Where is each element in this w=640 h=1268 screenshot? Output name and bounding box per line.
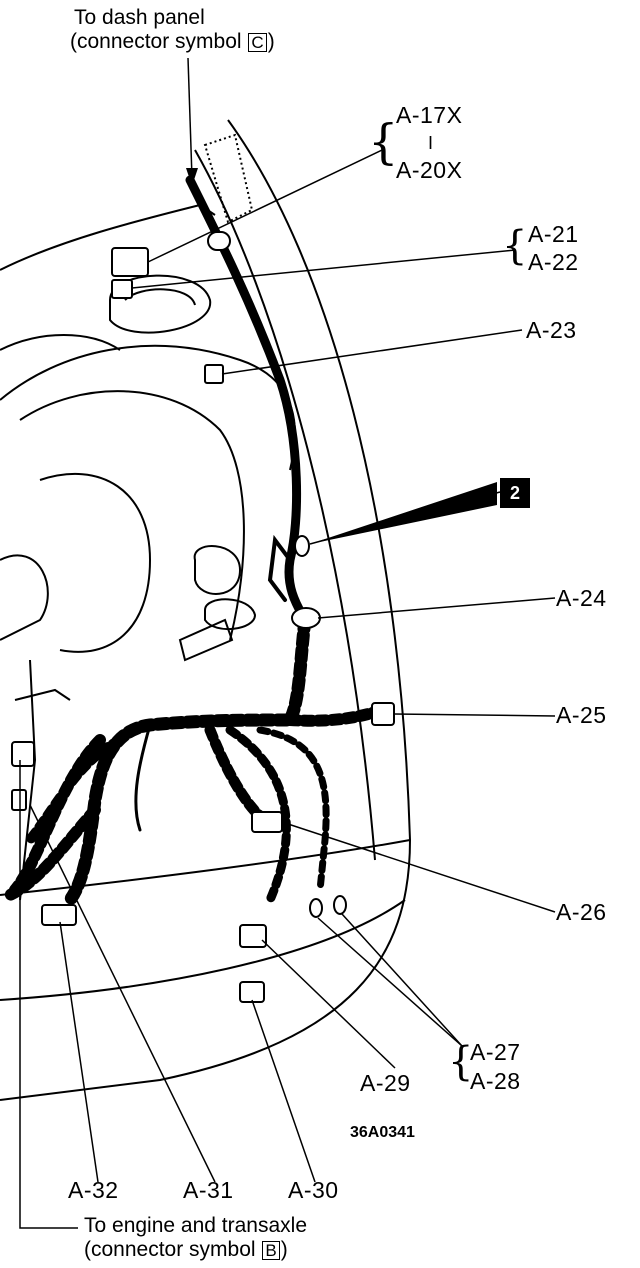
leader-a28 [341,913,463,1047]
strut-tower-inner [124,288,196,306]
harness-center-loop [134,723,152,832]
leader-a29 [261,939,396,1069]
connector-left-lower [11,789,27,811]
note-to-dash-panel-suffix: ) [267,30,275,53]
note-to-engine-prefix: (connector symbol [84,1238,262,1261]
connector-a28 [333,895,347,915]
label-a28: A-28 [470,1068,521,1094]
lower-body-line-2 [0,899,406,1001]
harness-a24-lead [267,534,292,602]
strut-tower [109,274,212,334]
left-member-2 [14,688,71,701]
connector-symbol-b: B [262,1241,280,1260]
harness-main-trunk [185,175,310,625]
fender-inner-edge [194,149,376,861]
connector-a26 [251,811,283,833]
leader-a24 [317,597,556,619]
harness-branch-a27-a28 [256,726,330,894]
note-to-engine-suffix: ) [280,1238,288,1261]
leader-a32 [59,921,99,1183]
label-a26: A-26 [556,899,607,925]
callout-badge: 2 [500,478,530,508]
bay-contour-3 [19,390,245,641]
label-a27: A-27 [470,1039,521,1065]
connector-left-upper [11,741,35,767]
leader-a25 [393,713,556,717]
leader-a17x [147,149,383,263]
connector-a24 [291,607,321,629]
brace-a17x-a20x: { [368,114,399,170]
label-a30: A-30 [288,1177,339,1203]
brace-a27-a28: { [448,1039,474,1085]
harness-branch-a25 [284,706,381,727]
leader-a30 [251,999,316,1183]
leader-a27 [317,917,463,1047]
bay-contour-2 [0,344,296,471]
figure-code: 36A0341 [350,1124,415,1141]
label-a31: A-31 [183,1177,234,1203]
leader-a23 [221,329,523,375]
harness-branch-a26 [204,724,271,826]
note-to-dash-panel-line1: To dash panel [74,6,205,29]
harness-trunk-segment [63,613,312,907]
leader-top-dash [187,57,193,179]
note-to-dash-panel-line2: (connector symbol C) [70,30,275,53]
connector-grommet [207,231,231,251]
shock-mount-2 [204,598,257,631]
connector-a17x [111,247,149,277]
leader-a31 [29,804,216,1183]
connector-a23 [204,364,224,384]
leader-a26 [281,821,556,913]
label-a22: A-22 [528,249,579,275]
cowl-line [0,334,121,351]
connector-a27 [309,898,323,918]
label-a21: A-21 [528,221,579,247]
fender-outline [0,119,412,1101]
note-to-engine-line1: To engine and transaxle [84,1214,307,1237]
bay-contour-1 [0,203,216,271]
connector-a29 [239,924,267,948]
harness-branch-a29 [225,725,291,905]
note-to-dash-panel-prefix: (connector symbol [70,30,248,53]
label-a32: A-32 [68,1177,119,1203]
harness-branch-a32 [9,734,106,896]
label-a17x: A-17X [396,102,463,128]
note-to-engine-line2: (connector symbol B) [84,1238,288,1261]
label-a23: A-23 [526,317,577,343]
callout-2-wedge [310,482,497,544]
connector-a32 [41,904,77,926]
bracket [178,618,234,662]
harness-branch-a31 [25,735,125,845]
label-a29: A-29 [360,1070,411,1096]
connector-symbol-c: C [248,33,267,52]
arrow-dash-panel [186,168,198,186]
leader-bottom-engine [19,760,78,1229]
label-a24: A-24 [556,585,607,611]
brace-a21-a22: { [502,223,528,269]
bay-contour-4 [0,554,49,641]
shock-mount [193,545,242,595]
leader-a21 [131,249,516,289]
connector-a25 [371,702,395,726]
label-a20x: A-20X [396,157,463,183]
label-a17x-separator: I [428,133,434,153]
connector-callout-2 [294,535,310,557]
label-a25: A-25 [556,702,607,728]
fender-top-shading [203,133,254,224]
connector-a30 [239,981,265,1003]
bay-contour-5 [39,472,152,653]
connector-a21 [111,279,133,299]
